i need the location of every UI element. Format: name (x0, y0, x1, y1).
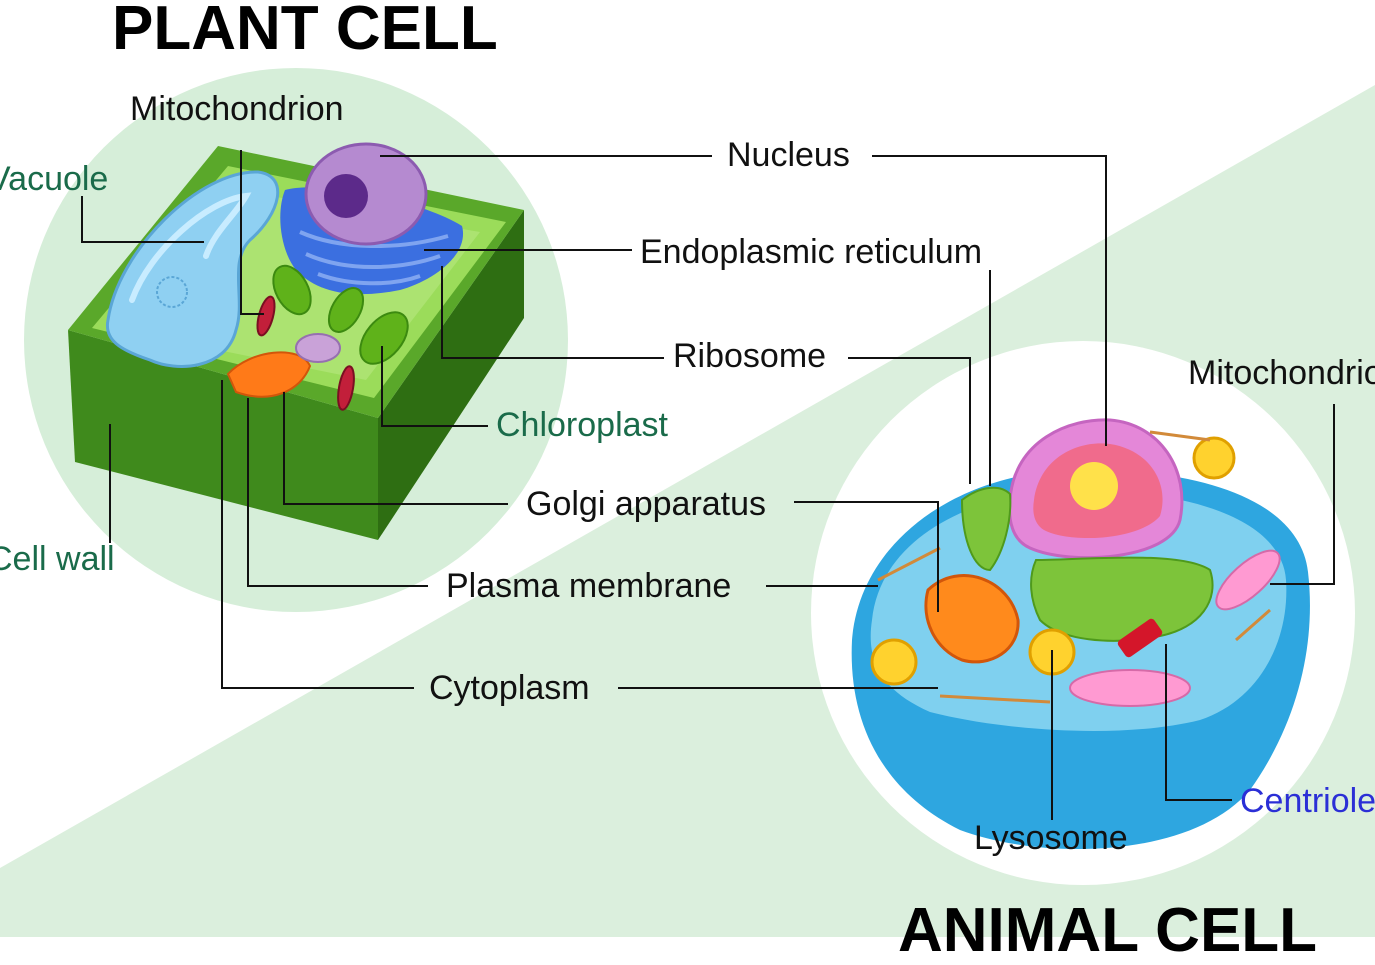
label-mitochondrion-animal: Mitochondrion (1188, 354, 1375, 392)
label-cytoplasm: Cytoplasm (429, 669, 590, 707)
leader-plasma-plant (247, 398, 428, 587)
diagram-graphics (0, 68, 1375, 937)
animal-vesicle (870, 638, 918, 686)
label-mitochondrion-plant: Mitochondrion (130, 90, 344, 128)
plant-vacuole-highlight (129, 192, 252, 303)
label-lysosome: Lysosome (974, 819, 1128, 857)
animal-cell (851, 418, 1310, 850)
animal-rough-er (960, 486, 1012, 572)
leader-nucleus-animal (872, 155, 1107, 446)
animal-centriole (1117, 618, 1163, 658)
label-chloroplast: Chloroplast (496, 406, 668, 444)
plant-vacuole-crystal (156, 276, 188, 308)
plant-golgi (226, 351, 312, 398)
plant-chloroplast (359, 311, 409, 365)
label-centriole: Centriole (1240, 782, 1375, 820)
plant-chloroplast (327, 287, 365, 333)
plant-mitochondrion (337, 365, 355, 411)
animal-mitochondrion (1069, 669, 1191, 707)
plant-cell (68, 142, 524, 540)
label-nucleus: Nucleus (727, 136, 850, 174)
animal-mitochondrion (1215, 549, 1281, 611)
plant-chloroplast (272, 264, 312, 316)
plant-vesicle (295, 333, 341, 363)
leader-centriole (1165, 644, 1232, 801)
animal-cell-title: ANIMAL CELL (898, 896, 1318, 965)
leader-ribosome-plant (441, 266, 664, 359)
label-vacuole: Vacuole (0, 160, 109, 198)
animal-cytoskeleton (877, 430, 1271, 704)
animal-er (1030, 556, 1214, 642)
label-endoplasmic-reticulum: Endoplasmic reticulum (640, 233, 983, 271)
animal-golgi (924, 574, 1020, 664)
leader-vacuole (81, 196, 204, 243)
leader-cytoplasm-plant (221, 380, 414, 689)
plant-cell-wall-side (378, 210, 524, 540)
leader-ribosome-animal (848, 357, 971, 484)
leader-mitochondrion-plant (240, 150, 264, 315)
label-ribosome: Ribosome (673, 337, 827, 375)
plant-er-folds (299, 230, 449, 286)
plant-cell-title: PLANT CELL (112, 0, 498, 63)
label-plasma-membrane: Plasma membrane (446, 567, 732, 605)
leader-golgi-plant (283, 392, 508, 505)
animal-vesicle (1192, 436, 1236, 480)
leader-chloroplast (381, 346, 488, 427)
leader-mitochondrion-animal (1270, 404, 1335, 585)
label-cell-wall: Cell wall (0, 540, 115, 578)
plant-nucleolus (324, 174, 368, 218)
leader-golgi-animal (794, 501, 939, 612)
animal-nucleolus (1070, 462, 1118, 510)
leader-lines (81, 150, 1335, 820)
label-golgi-apparatus: Golgi apparatus (526, 485, 767, 523)
